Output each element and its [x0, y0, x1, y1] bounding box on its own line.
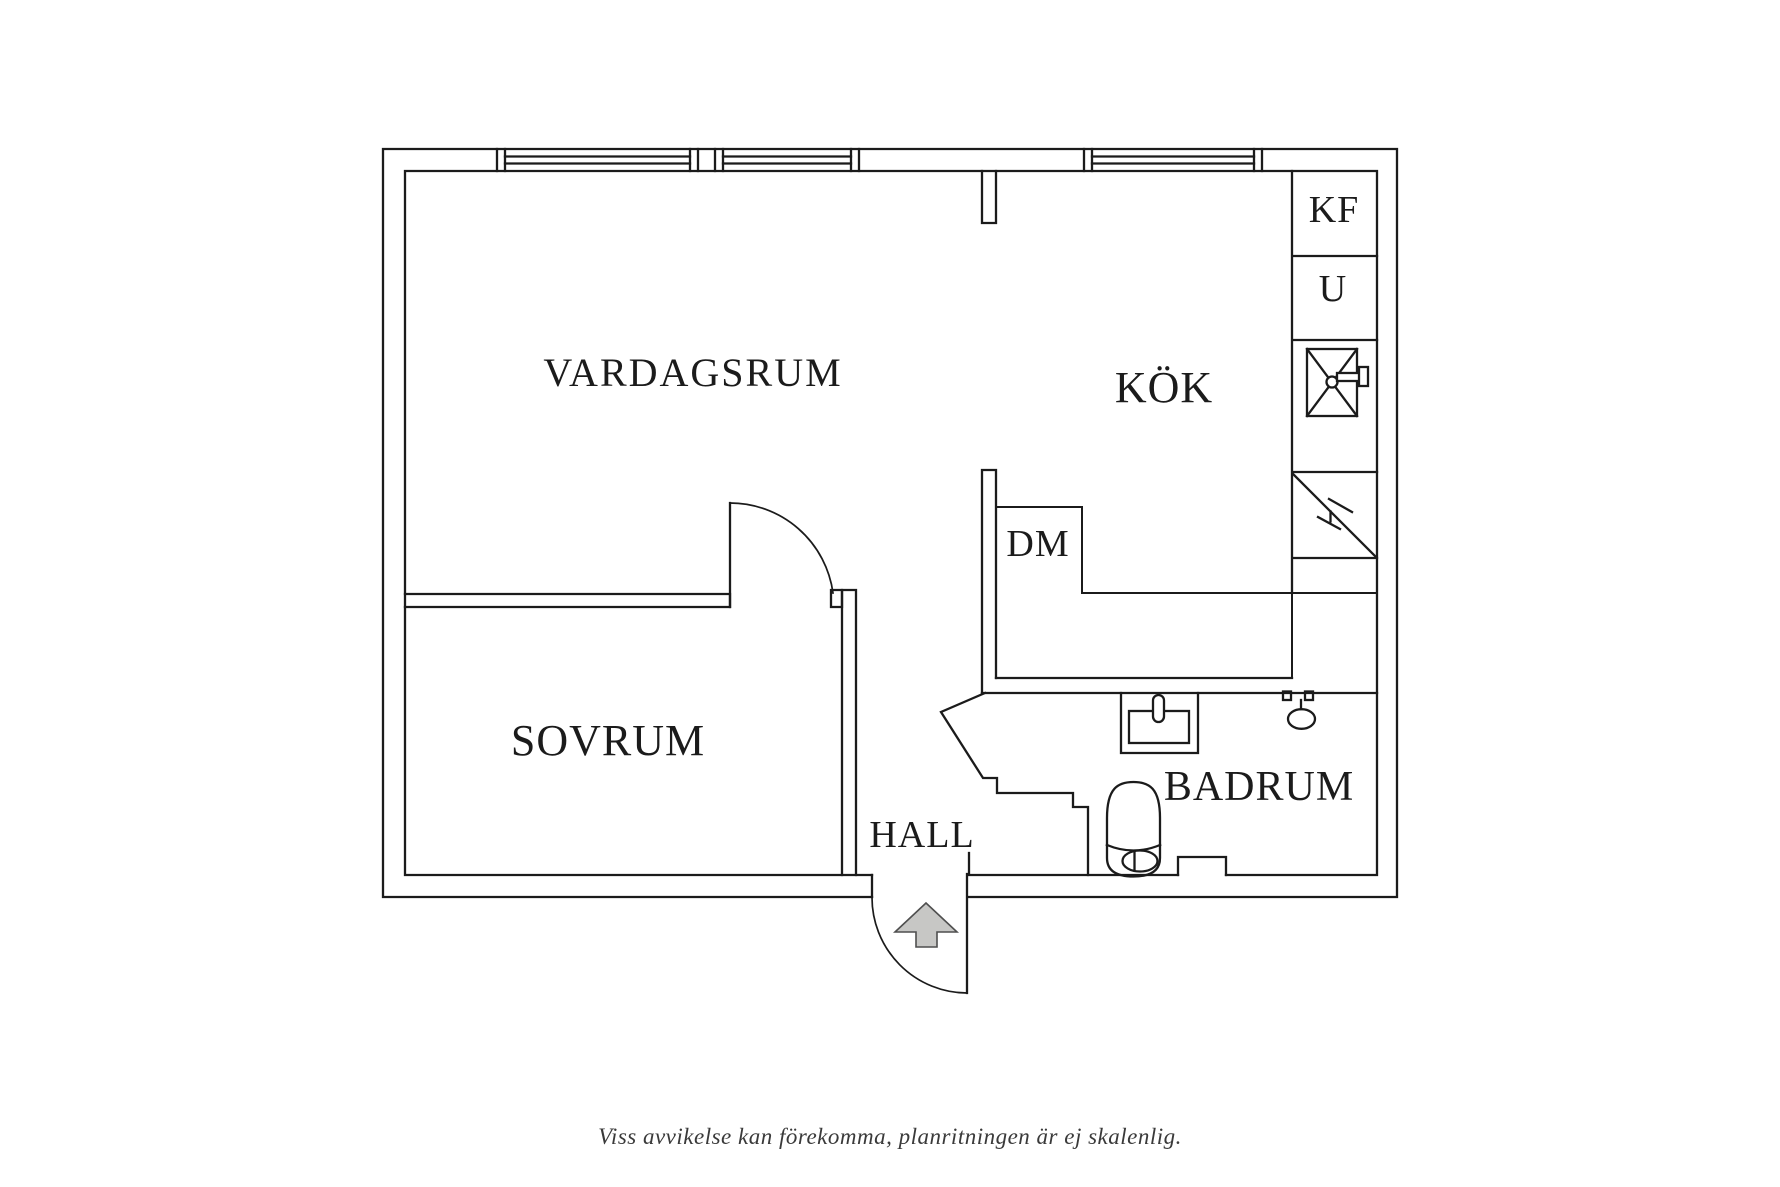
stove-icon: [1291, 472, 1378, 559]
bathroom-sink-icon: [1119, 691, 1200, 755]
disclaimer-caption: Viss avvikelse kan förekomma, planritnin…: [598, 1124, 1182, 1149]
windows: [495, 147, 1264, 173]
room-label-kok: KÖK: [1114, 363, 1214, 412]
window-1: [495, 147, 700, 173]
kitchen-counter-outline: [995, 506, 1378, 679]
wall-sovrum-hall: [840, 588, 858, 877]
appliance-label-dishwasher: DM: [1006, 523, 1070, 565]
wall-stub-kok-top: [980, 169, 998, 225]
bathroom-wall-bump: [1176, 855, 1228, 877]
toilet-icon: [1105, 780, 1162, 878]
inner-wall-line: [403, 169, 1379, 877]
sovrum-door-swing-arc: [729, 502, 834, 594]
kitchen-appliances: [1290, 169, 1379, 595]
room-label-vardagsrum: VARDAGSRUM: [543, 350, 843, 395]
entry-arrow-icon: [892, 901, 960, 948]
sovrum-door: [728, 501, 834, 609]
shower-icon: [1281, 690, 1317, 730]
entry-door: [871, 872, 969, 995]
bathroom-fixtures: [1105, 690, 1317, 878]
kitchen-sink-icon: [1305, 347, 1370, 418]
wall-badrum-north: [980, 676, 1379, 695]
outer-wall-line: [381, 147, 1399, 899]
appliance-label-oven: U: [1318, 268, 1348, 310]
wall-hall-badrum: [939, 691, 1090, 877]
doors: [728, 501, 969, 995]
window-3: [1082, 147, 1264, 173]
appliance-label-fridge-freezer: KF: [1308, 189, 1360, 231]
wall-kok-lower: [980, 468, 998, 695]
room-label-sovrum: SOVRUM: [510, 716, 706, 765]
interior-walls: [403, 169, 1379, 877]
room-label-badrum: BADRUM: [1163, 764, 1355, 810]
room-label-hall: HALL: [869, 814, 975, 856]
entry-door-swing-arc: [871, 896, 968, 994]
appliance-column: [1290, 169, 1379, 595]
wall-sovrum-top: [403, 592, 732, 609]
window-2: [713, 147, 861, 173]
